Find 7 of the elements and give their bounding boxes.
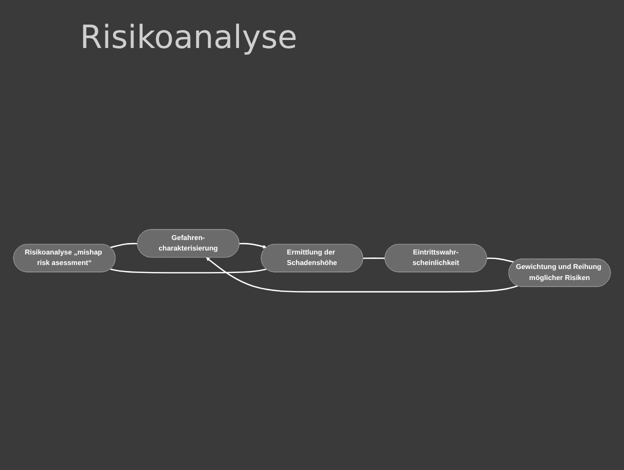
connector <box>486 258 514 264</box>
connector <box>110 243 138 248</box>
connector <box>363 258 386 260</box>
arrow <box>239 243 267 249</box>
slide-title: Risikoanalyse <box>79 17 298 58</box>
connector <box>110 268 267 274</box>
arrow <box>206 258 518 293</box>
